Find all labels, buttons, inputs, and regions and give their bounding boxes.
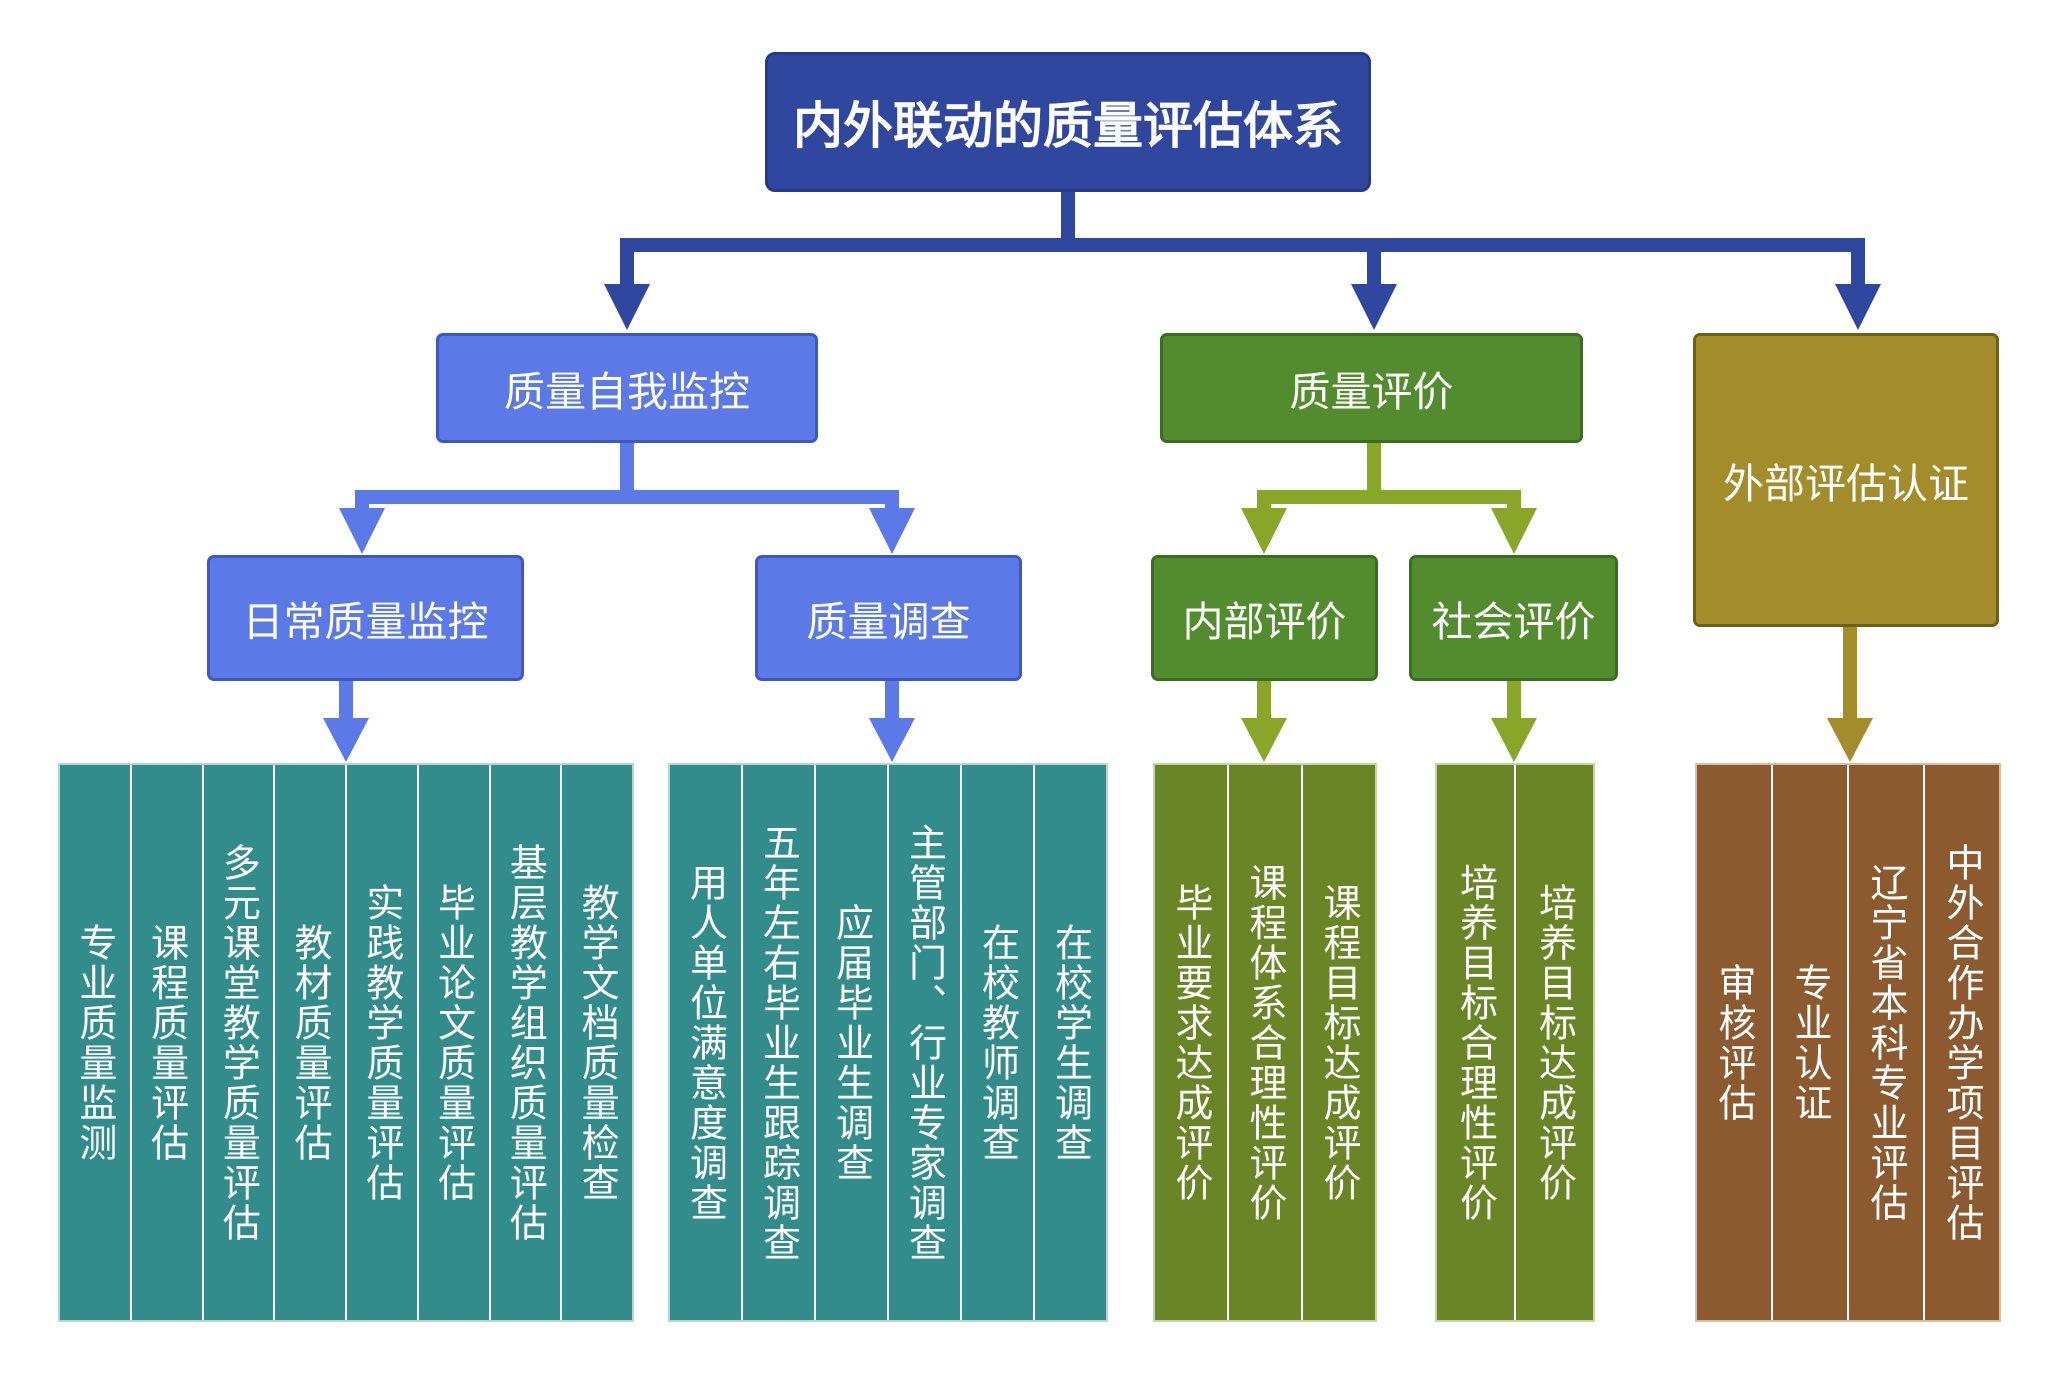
leaf-item: 主管部门、行业专家调查 xyxy=(889,765,962,1320)
sub-quality-survey: 质量调查 xyxy=(755,555,1022,681)
leaf-item: 专业认证 xyxy=(1773,765,1849,1320)
leaf-label: 实践教学质量评估 xyxy=(359,882,404,1203)
leaf-label: 专业认证 xyxy=(1788,962,1832,1123)
leaf-item: 中外合作办学项目评估 xyxy=(1925,765,1999,1320)
branch-self-monitor-label: 质量自我监控 xyxy=(504,368,750,416)
leaf-label: 培养目标达成评价 xyxy=(1532,882,1577,1203)
leaf-item: 应届毕业生调查 xyxy=(816,765,889,1320)
leaf-label: 多元课堂教学质量评估 xyxy=(216,842,261,1243)
sub-quality-survey-label: 质量调查 xyxy=(806,598,971,646)
leaf-label: 应届毕业生调查 xyxy=(829,902,874,1183)
root-label: 内外联动的质量评估体系 xyxy=(793,97,1343,155)
branch-external: 外部评估认证 xyxy=(1693,333,1999,627)
branch-evaluation-label: 质量评价 xyxy=(1289,368,1454,416)
leaf-label: 五年左右毕业生跟踪调查 xyxy=(756,822,801,1263)
leaves-daily-monitor: 专业质量监测 课程质量评估 多元课堂教学质量评估 教材质量评估 实践教学质量评估… xyxy=(58,763,634,1322)
leaf-item: 教学文档质量检查 xyxy=(562,765,632,1320)
branch-self-monitor: 质量自我监控 xyxy=(436,333,818,443)
arrow-head xyxy=(869,508,915,554)
sub-internal-evaluation: 内部评价 xyxy=(1151,555,1378,681)
leaf-item: 五年左右毕业生跟踪调查 xyxy=(743,765,816,1320)
leaf-label: 课程目标达成评价 xyxy=(1317,882,1361,1203)
leaves-quality-survey: 用人单位满意度调查 五年左右毕业生跟踪调查 应届毕业生调查 主管部门、行业专家调… xyxy=(668,763,1108,1322)
leaf-label: 毕业要求达成评价 xyxy=(1169,882,1213,1203)
sub-daily-monitor-label: 日常质量监控 xyxy=(242,598,489,646)
leaf-label: 在校学生调查 xyxy=(1048,922,1093,1163)
leaves-internal-evaluation: 毕业要求达成评价 课程体系合理性评价 课程目标达成评价 xyxy=(1153,763,1377,1322)
sub-daily-monitor: 日常质量监控 xyxy=(207,555,524,681)
leaf-item: 多元课堂教学质量评估 xyxy=(204,765,276,1320)
sub-internal-evaluation-label: 内部评价 xyxy=(1182,598,1347,646)
leaf-label: 专业质量监测 xyxy=(72,922,117,1163)
sub-social-evaluation: 社会评价 xyxy=(1409,555,1618,681)
self-monitor-connectors xyxy=(339,443,899,725)
arrow-head xyxy=(1491,508,1537,554)
leaf-label: 辽宁省本科专业评估 xyxy=(1864,862,1908,1223)
branch-evaluation: 质量评价 xyxy=(1160,333,1583,443)
leaf-item: 在校教师调查 xyxy=(962,765,1035,1320)
leaf-label: 用人单位满意度调查 xyxy=(683,862,728,1223)
leaf-item: 毕业要求达成评价 xyxy=(1155,765,1229,1320)
arrow-head xyxy=(339,508,385,554)
leaf-label: 主管部门、行业专家调查 xyxy=(902,822,947,1263)
leaf-label: 中外合作办学项目评估 xyxy=(1940,842,1984,1243)
leaf-item: 用人单位满意度调查 xyxy=(670,765,743,1320)
leaf-item: 教材质量评估 xyxy=(275,765,347,1320)
leaf-item: 毕业论文质量评估 xyxy=(419,765,491,1320)
leaf-label: 基层教学组织质量评估 xyxy=(503,842,548,1243)
leaf-item: 审核评估 xyxy=(1697,765,1773,1320)
branch-external-label: 外部评估认证 xyxy=(1723,460,1969,508)
leaf-item: 辽宁省本科专业评估 xyxy=(1849,765,1925,1320)
root-node: 内外联动的质量评估体系 xyxy=(765,52,1371,192)
arrow-head xyxy=(604,284,650,330)
leaves-external-evaluation: 审核评估 专业认证 辽宁省本科专业评估 中外合作办学项目评估 xyxy=(1695,763,2001,1322)
leaf-label: 在校教师调查 xyxy=(975,922,1020,1163)
leaf-item: 实践教学质量评估 xyxy=(347,765,419,1320)
root-connectors xyxy=(620,192,1865,290)
leaf-item: 专业质量监测 xyxy=(60,765,132,1320)
leaf-label: 审核评估 xyxy=(1712,962,1756,1123)
leaf-label: 培养目标合理性评价 xyxy=(1453,862,1498,1223)
arrow-head xyxy=(1827,718,1873,762)
leaf-label: 教材质量评估 xyxy=(288,922,333,1163)
leaf-item: 基层教学组织质量评估 xyxy=(491,765,563,1320)
arrow-head xyxy=(869,718,915,762)
arrow-head xyxy=(1491,718,1537,762)
arrow-head xyxy=(1351,284,1397,330)
leaf-label: 教学文档质量检查 xyxy=(575,882,620,1203)
arrow-head xyxy=(1835,284,1881,330)
arrow-head xyxy=(1241,508,1287,554)
leaf-item: 课程体系合理性评价 xyxy=(1229,765,1303,1320)
arrow-head xyxy=(323,718,369,762)
sub-social-evaluation-label: 社会评价 xyxy=(1431,598,1596,646)
leaf-label: 毕业论文质量评估 xyxy=(431,882,476,1203)
leaf-item: 课程目标达成评价 xyxy=(1303,765,1375,1320)
leaf-label: 课程体系合理性评价 xyxy=(1243,862,1287,1223)
leaves-social-evaluation: 培养目标合理性评价 培养目标达成评价 xyxy=(1435,763,1595,1322)
leaf-item: 培养目标合理性评价 xyxy=(1437,765,1516,1320)
leaf-item: 培养目标达成评价 xyxy=(1516,765,1593,1320)
leaf-item: 在校学生调查 xyxy=(1035,765,1106,1320)
leaf-item: 课程质量评估 xyxy=(132,765,204,1320)
leaf-label: 课程质量评估 xyxy=(144,922,189,1163)
arrow-head xyxy=(1241,718,1287,762)
